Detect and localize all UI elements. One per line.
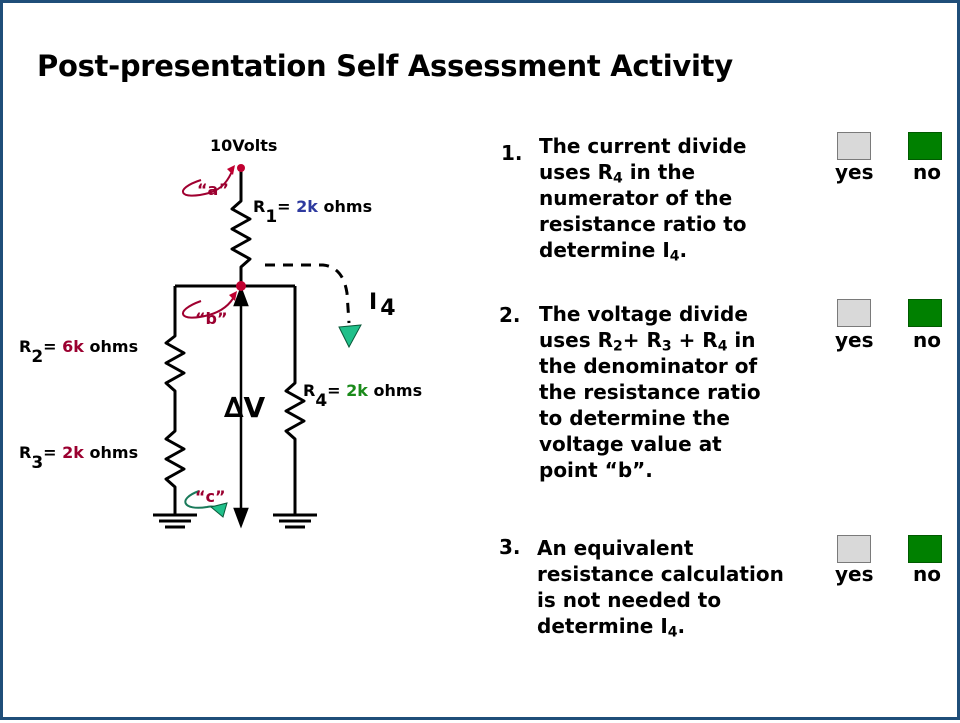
- question-line: The current divide: [539, 134, 747, 158]
- r2-value: 6k: [62, 337, 84, 356]
- question-line: numerator of the: [539, 186, 733, 210]
- question-line: uses R4 in the: [539, 160, 696, 187]
- question-line: The voltage divide: [539, 302, 748, 326]
- question-3-number: 3.: [499, 535, 521, 559]
- question-line: point “b”.: [539, 458, 653, 482]
- current-subscript: 4: [380, 296, 396, 321]
- question-line: to determine the: [539, 406, 730, 430]
- q1-yes-label: yes: [835, 160, 874, 184]
- r4-eq: =: [327, 381, 347, 400]
- r4-name: R: [303, 381, 316, 400]
- current-arrowhead: [338, 324, 362, 349]
- r2-eq: =: [43, 337, 63, 356]
- r3-sub: 3: [31, 453, 44, 473]
- current-symbol: I: [369, 290, 378, 315]
- question-line: the resistance ratio: [539, 380, 761, 404]
- r3-label: R3= 2k ohms: [19, 443, 139, 473]
- r1-resistor: [230, 168, 252, 286]
- question-line: voltage value at: [539, 432, 722, 456]
- pointer-b: [181, 294, 236, 319]
- q2-no-label: no: [913, 328, 941, 352]
- q2-yes-button[interactable]: [837, 299, 871, 327]
- r4-value: 2k: [346, 381, 368, 400]
- r4-resistor: [284, 286, 306, 515]
- r1-unit: ohms: [317, 197, 373, 216]
- question-line: An equivalent: [537, 536, 694, 560]
- q3-no-label: no: [913, 562, 941, 586]
- q3-yes-label: yes: [835, 562, 874, 586]
- question-line: determine I4.: [539, 238, 688, 265]
- r4-label: R4= 2k ohms: [303, 381, 423, 411]
- node-b-dot: [236, 281, 246, 291]
- question-line: resistance ratio to: [539, 212, 747, 236]
- node-a-label: “a”: [197, 180, 229, 199]
- q3-no-button[interactable]: [908, 535, 942, 563]
- r4-unit: ohms: [367, 381, 423, 400]
- r1-value: 2k: [296, 197, 318, 216]
- r3-eq: =: [43, 443, 63, 462]
- r1-sub: 1: [265, 207, 278, 227]
- circuit-diagram: [153, 164, 362, 529]
- r2-name: R: [19, 337, 32, 356]
- question-line: the denominator of: [539, 354, 758, 378]
- q2-yes-label: yes: [835, 328, 874, 352]
- q1-no-label: no: [913, 160, 941, 184]
- pointer-a: [181, 168, 234, 197]
- node-a-dot: [237, 164, 245, 172]
- q2-no-button[interactable]: [908, 299, 942, 327]
- r4-sub: 4: [315, 391, 328, 411]
- page-title: Post-presentation Self Assessment Activi…: [37, 49, 733, 83]
- r2-unit: ohms: [83, 337, 139, 356]
- question-line: is not needed to: [537, 588, 722, 612]
- question-line: resistance calculation: [537, 562, 784, 586]
- ground-left: [153, 513, 197, 529]
- current-path: [265, 263, 351, 324]
- node-c-label: “c”: [195, 487, 226, 506]
- ground-right: [273, 513, 317, 529]
- question-line: determine I4.: [537, 614, 686, 641]
- r3-resistor: [164, 423, 186, 515]
- r3-name: R: [19, 443, 32, 462]
- source-label: 10Volts: [210, 136, 278, 155]
- r2-resistor: [164, 286, 186, 423]
- question-line: uses R2+ R3 + R4 in: [539, 328, 756, 355]
- question-1-number: 1.: [501, 141, 523, 165]
- delta-v-label: ∆V: [224, 391, 266, 424]
- r3-value: 2k: [62, 443, 84, 462]
- r1-label: R1= 2k ohms: [253, 197, 373, 227]
- r2-sub: 2: [31, 347, 44, 367]
- r1-name: R: [253, 197, 266, 216]
- question-2-number: 2.: [499, 303, 521, 327]
- q3-yes-button[interactable]: [837, 535, 871, 563]
- q1-no-button[interactable]: [908, 132, 942, 160]
- delta-v-arrow: [233, 285, 249, 529]
- r1-eq: =: [277, 197, 297, 216]
- r2-label: R2= 6k ohms: [19, 337, 139, 367]
- q1-yes-button[interactable]: [837, 132, 871, 160]
- node-b-label: “b”: [195, 309, 228, 328]
- r3-unit: ohms: [83, 443, 139, 462]
